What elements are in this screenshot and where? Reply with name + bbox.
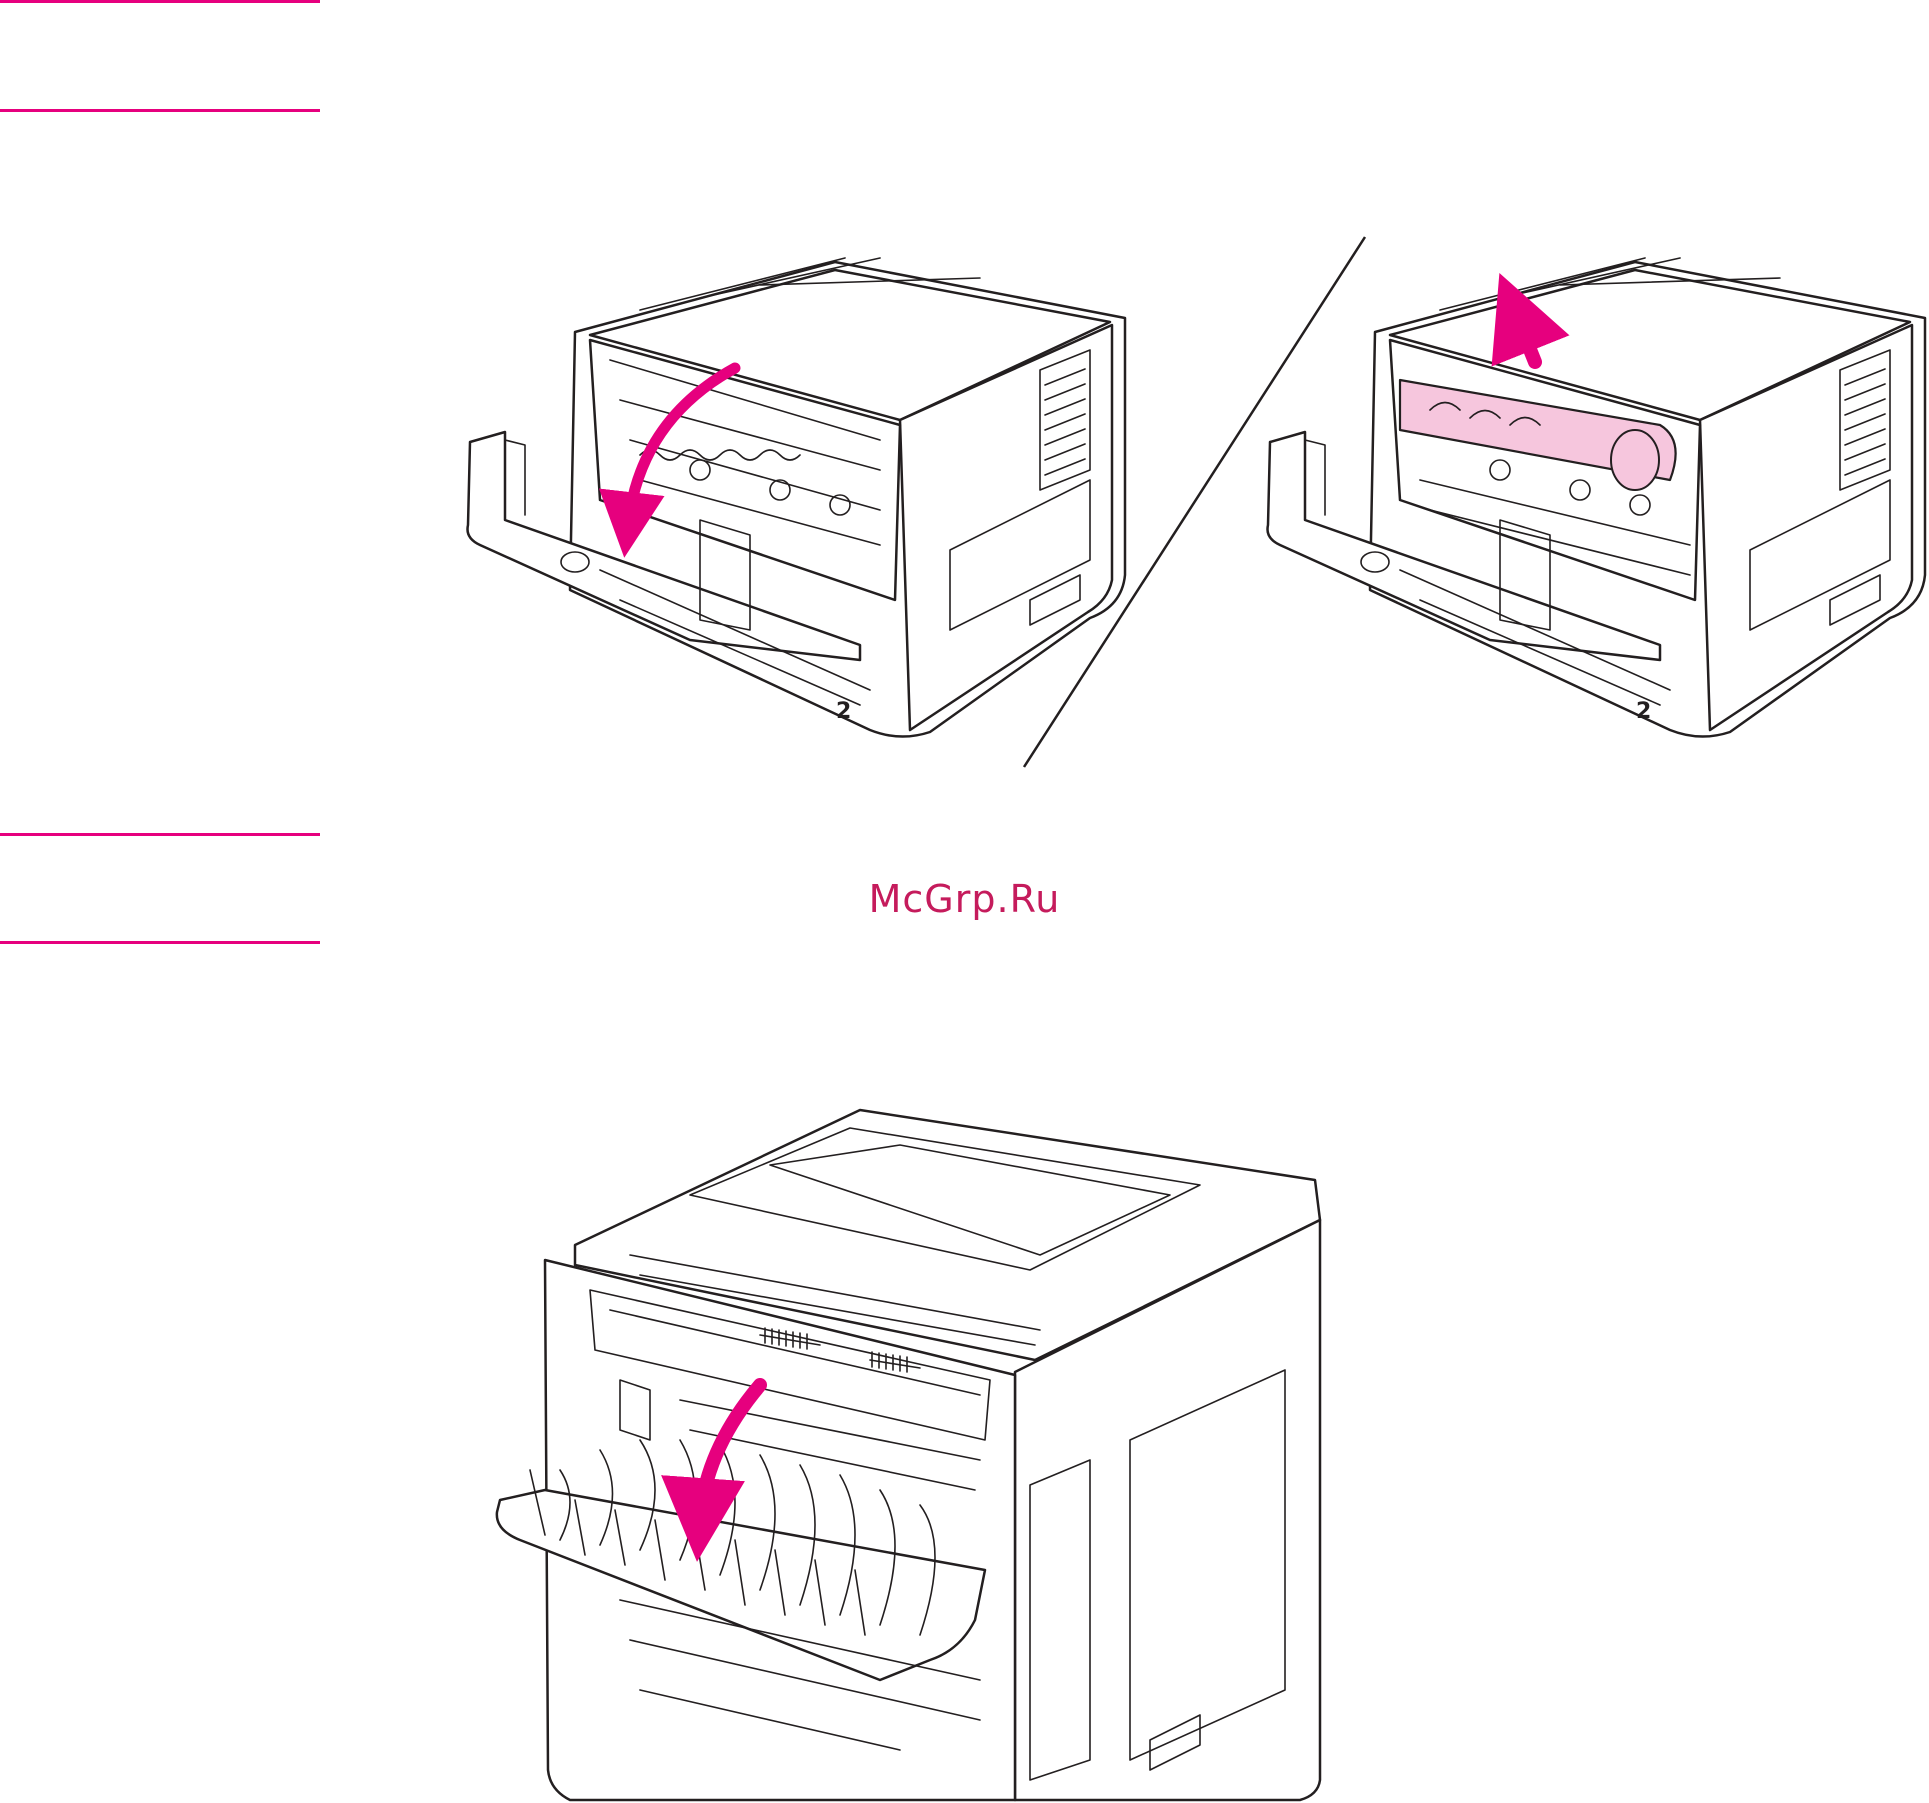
tray-number-label: 2	[1636, 699, 1651, 724]
printer-rear-door-open-illustration	[495, 1108, 1322, 1802]
open-door-arrow-icon	[598, 362, 741, 558]
toner-cartridge	[1398, 378, 1677, 482]
margin-rule	[0, 941, 320, 944]
watermark: McGrp.Ru	[868, 877, 1061, 921]
margin-rule	[0, 0, 320, 3]
open-rear-door-arrow-icon	[661, 1378, 767, 1562]
divider-line	[1022, 236, 1367, 768]
margin-rule	[0, 109, 320, 112]
printer-front-door-open-illustration: 2	[466, 257, 1127, 738]
printer-remove-cartridge-illustration: 2	[1266, 257, 1927, 738]
lift-cartridge-arrow-icon	[1491, 273, 1570, 369]
tray-number-label: 2	[836, 699, 851, 724]
margin-rule	[0, 833, 320, 836]
